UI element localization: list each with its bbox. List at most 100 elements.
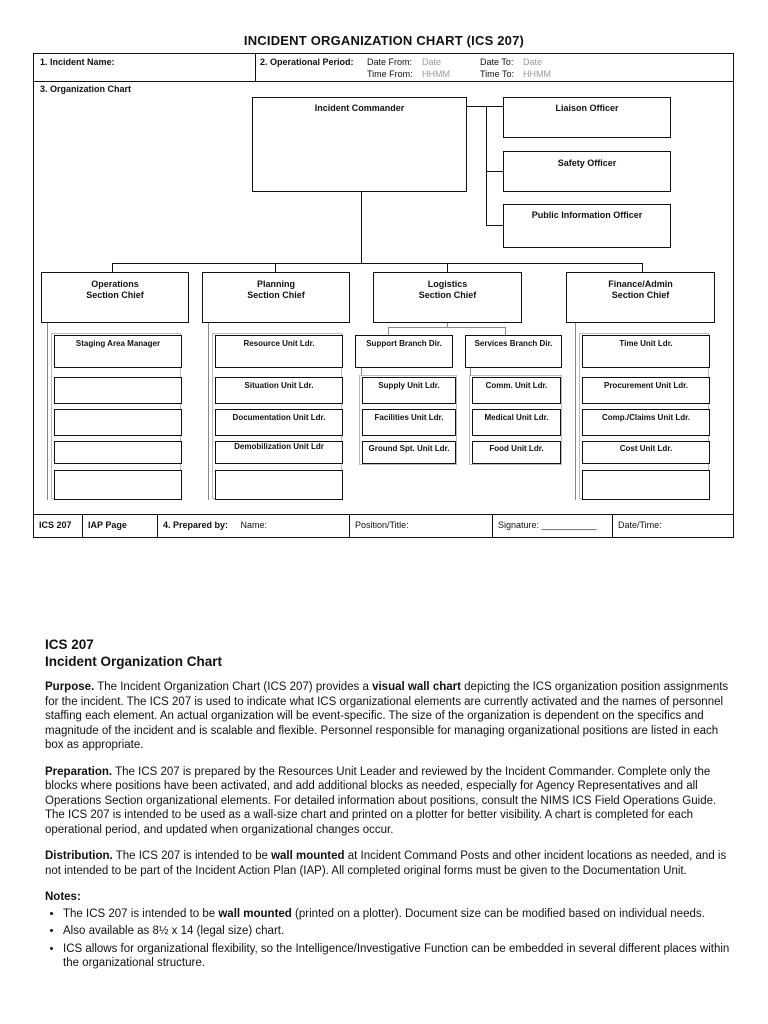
planning-section-chief-box[interactable]: Planning Section Chief bbox=[202, 272, 350, 323]
time-from-field[interactable]: HHMM bbox=[422, 69, 450, 79]
drop-ops bbox=[112, 263, 113, 273]
facilities-unit-ldr-box[interactable]: Facilities Unit Ldr. bbox=[362, 409, 456, 436]
notes-list: The ICS 207 is intended to be wall mount… bbox=[45, 907, 735, 971]
fin-spine bbox=[575, 323, 576, 500]
instructions-title-1: ICS 207 bbox=[45, 637, 94, 652]
staff-spine bbox=[486, 106, 487, 226]
medical-unit-ldr-box[interactable]: Medical Unit Ldr. bbox=[472, 409, 561, 436]
incident-name-label: 1. Incident Name: bbox=[40, 57, 115, 67]
purpose-text-a: The Incident Organization Chart (ICS 207… bbox=[97, 681, 369, 693]
staff-tick-1 bbox=[486, 106, 503, 107]
header-row: 1. Incident Name: 2. Operational Period:… bbox=[33, 53, 734, 82]
drop-log bbox=[447, 263, 448, 273]
notes-heading: Notes: bbox=[45, 891, 81, 903]
cost-unit-ldr-label: Cost Unit Ldr. bbox=[619, 444, 673, 453]
distribution-text-a: The ICS 207 is intended to be bbox=[115, 850, 268, 862]
incident-name-field[interactable] bbox=[134, 55, 254, 81]
ops-unit-4[interactable] bbox=[54, 441, 182, 464]
support-branch-box[interactable]: Support Branch Dir. bbox=[355, 335, 453, 368]
footer-form-id: ICS 207 bbox=[34, 515, 83, 537]
drop-plan bbox=[275, 263, 276, 273]
resource-unit-ldr-label: Resource Unit Ldr. bbox=[243, 339, 315, 348]
demobilization-unit-ldr-box[interactable]: Demobilization Unit Ldr bbox=[215, 441, 343, 464]
ops-unit-5[interactable] bbox=[54, 470, 182, 500]
instructions: ICS 207 Incident Organization Chart Purp… bbox=[45, 636, 735, 974]
food-unit-ldr-box[interactable]: Food Unit Ldr. bbox=[472, 441, 561, 464]
procurement-unit-ldr-label: Procurement Unit Ldr. bbox=[603, 381, 688, 390]
logistics-line1: Logistics bbox=[427, 279, 468, 289]
services-branch-box[interactable]: Services Branch Dir. bbox=[465, 335, 562, 368]
time-unit-ldr-box[interactable]: Time Unit Ldr. bbox=[582, 335, 710, 368]
ops-unit-2[interactable] bbox=[54, 377, 182, 404]
finance-line1: Finance/Admin bbox=[608, 279, 673, 289]
comm-unit-ldr-box[interactable]: Comm. Unit Ldr. bbox=[472, 377, 561, 404]
time-to-label: Time To: bbox=[480, 69, 515, 79]
footer-iap-page[interactable]: IAP Page bbox=[83, 515, 158, 537]
staging-area-manager-label: Staging Area Manager bbox=[75, 339, 161, 348]
distribution-heading: Distribution. bbox=[45, 850, 113, 862]
staff-link bbox=[466, 106, 487, 107]
name-label[interactable]: Name: bbox=[240, 520, 268, 530]
prepared-by-label: 4. Prepared by: bbox=[163, 520, 229, 530]
distribution-paragraph: Distribution. The ICS 207 is intended to… bbox=[45, 849, 735, 878]
date-to-label: Date To: bbox=[480, 57, 514, 67]
footer-position[interactable]: Position/Title: bbox=[350, 515, 493, 537]
safety-officer-box[interactable]: Safety Officer bbox=[503, 151, 671, 192]
comp-claims-unit-ldr-box[interactable]: Comp./Claims Unit Ldr. bbox=[582, 409, 710, 436]
finance-admin-section-chief-box[interactable]: Finance/Admin Section Chief bbox=[566, 272, 715, 323]
ground-spt-unit-ldr-label: Ground Spt. Unit Ldr. bbox=[368, 444, 450, 453]
ops-unit-1[interactable]: Staging Area Manager bbox=[54, 335, 182, 368]
supply-unit-ldr-label: Supply Unit Ldr. bbox=[378, 381, 440, 390]
note1-bold: wall mounted bbox=[218, 907, 292, 920]
distribution-bold: wall mounted bbox=[271, 850, 345, 862]
time-unit-ldr-label: Time Unit Ldr. bbox=[619, 339, 673, 348]
date-from-field[interactable]: Date bbox=[422, 57, 442, 67]
incident-commander-box[interactable]: Incident Commander bbox=[252, 97, 467, 192]
planning-unit-5[interactable] bbox=[215, 470, 343, 500]
section-bus bbox=[112, 263, 643, 264]
planning-line2: Section Chief bbox=[247, 290, 305, 300]
documentation-unit-ldr-box[interactable]: Documentation Unit Ldr. bbox=[215, 409, 343, 436]
finance-unit-5[interactable] bbox=[582, 470, 710, 500]
operations-section-chief-box[interactable]: Operations Section Chief bbox=[41, 272, 189, 323]
form-title: INCIDENT ORGANIZATION CHART (ICS 207) bbox=[243, 33, 525, 48]
header-divider bbox=[255, 54, 256, 81]
cost-unit-ldr-box[interactable]: Cost Unit Ldr. bbox=[582, 441, 710, 464]
incident-commander-label: Incident Commander bbox=[314, 103, 405, 113]
log-branch-bus bbox=[388, 327, 506, 328]
situation-unit-ldr-box[interactable]: Situation Unit Ldr. bbox=[215, 377, 343, 404]
operational-period-label: 2. Operational Period: bbox=[260, 57, 354, 67]
footer-datetime[interactable]: Date/Time: bbox=[618, 520, 662, 530]
logistics-section-chief-box[interactable]: Logistics Section Chief bbox=[373, 272, 522, 323]
purpose-bold: visual wall chart bbox=[372, 681, 461, 693]
staff-tick-2 bbox=[486, 171, 503, 172]
operations-line1: Operations bbox=[91, 279, 139, 289]
support-branch-label: Support Branch Dir. bbox=[366, 339, 442, 348]
public-information-officer-label: Public Information Officer bbox=[531, 210, 643, 220]
finance-line2: Section Chief bbox=[611, 290, 670, 300]
note1-text-b: (printed on a plotter). Document size ca… bbox=[295, 907, 705, 920]
purpose-heading: Purpose. bbox=[45, 681, 95, 693]
procurement-unit-ldr-box[interactable]: Procurement Unit Ldr. bbox=[582, 377, 710, 404]
date-to-field[interactable]: Date bbox=[523, 57, 543, 67]
public-information-officer-box[interactable]: Public Information Officer bbox=[503, 204, 671, 248]
note1-text-a: The ICS 207 is intended to be bbox=[63, 907, 216, 920]
safety-officer-label: Safety Officer bbox=[557, 158, 617, 168]
ground-spt-unit-ldr-box[interactable]: Ground Spt. Unit Ldr. bbox=[362, 441, 456, 464]
logistics-line2: Section Chief bbox=[418, 290, 477, 300]
footer-signature[interactable]: Signature: ___________ bbox=[493, 515, 613, 537]
plan-spine bbox=[208, 323, 209, 500]
purpose-text-b: depicting the ICS organization position … bbox=[45, 681, 729, 751]
log-branch-right bbox=[505, 327, 506, 335]
liaison-officer-box[interactable]: Liaison Officer bbox=[503, 97, 671, 138]
date-from-label: Date From: bbox=[367, 57, 413, 67]
org-chart-label: 3. Organization Chart bbox=[40, 84, 132, 94]
footer-row: ICS 207 IAP Page 4. Prepared by: Name: P… bbox=[33, 514, 734, 538]
ops-unit-3[interactable] bbox=[54, 409, 182, 436]
situation-unit-ldr-label: Situation Unit Ldr. bbox=[244, 381, 314, 390]
resource-unit-ldr-box[interactable]: Resource Unit Ldr. bbox=[215, 335, 343, 368]
note-item-1: The ICS 207 is intended to be wall mount… bbox=[63, 907, 735, 922]
time-from-label: Time From: bbox=[367, 69, 413, 79]
supply-unit-ldr-box[interactable]: Supply Unit Ldr. bbox=[362, 377, 456, 404]
time-to-field[interactable]: HHMM bbox=[523, 69, 551, 79]
